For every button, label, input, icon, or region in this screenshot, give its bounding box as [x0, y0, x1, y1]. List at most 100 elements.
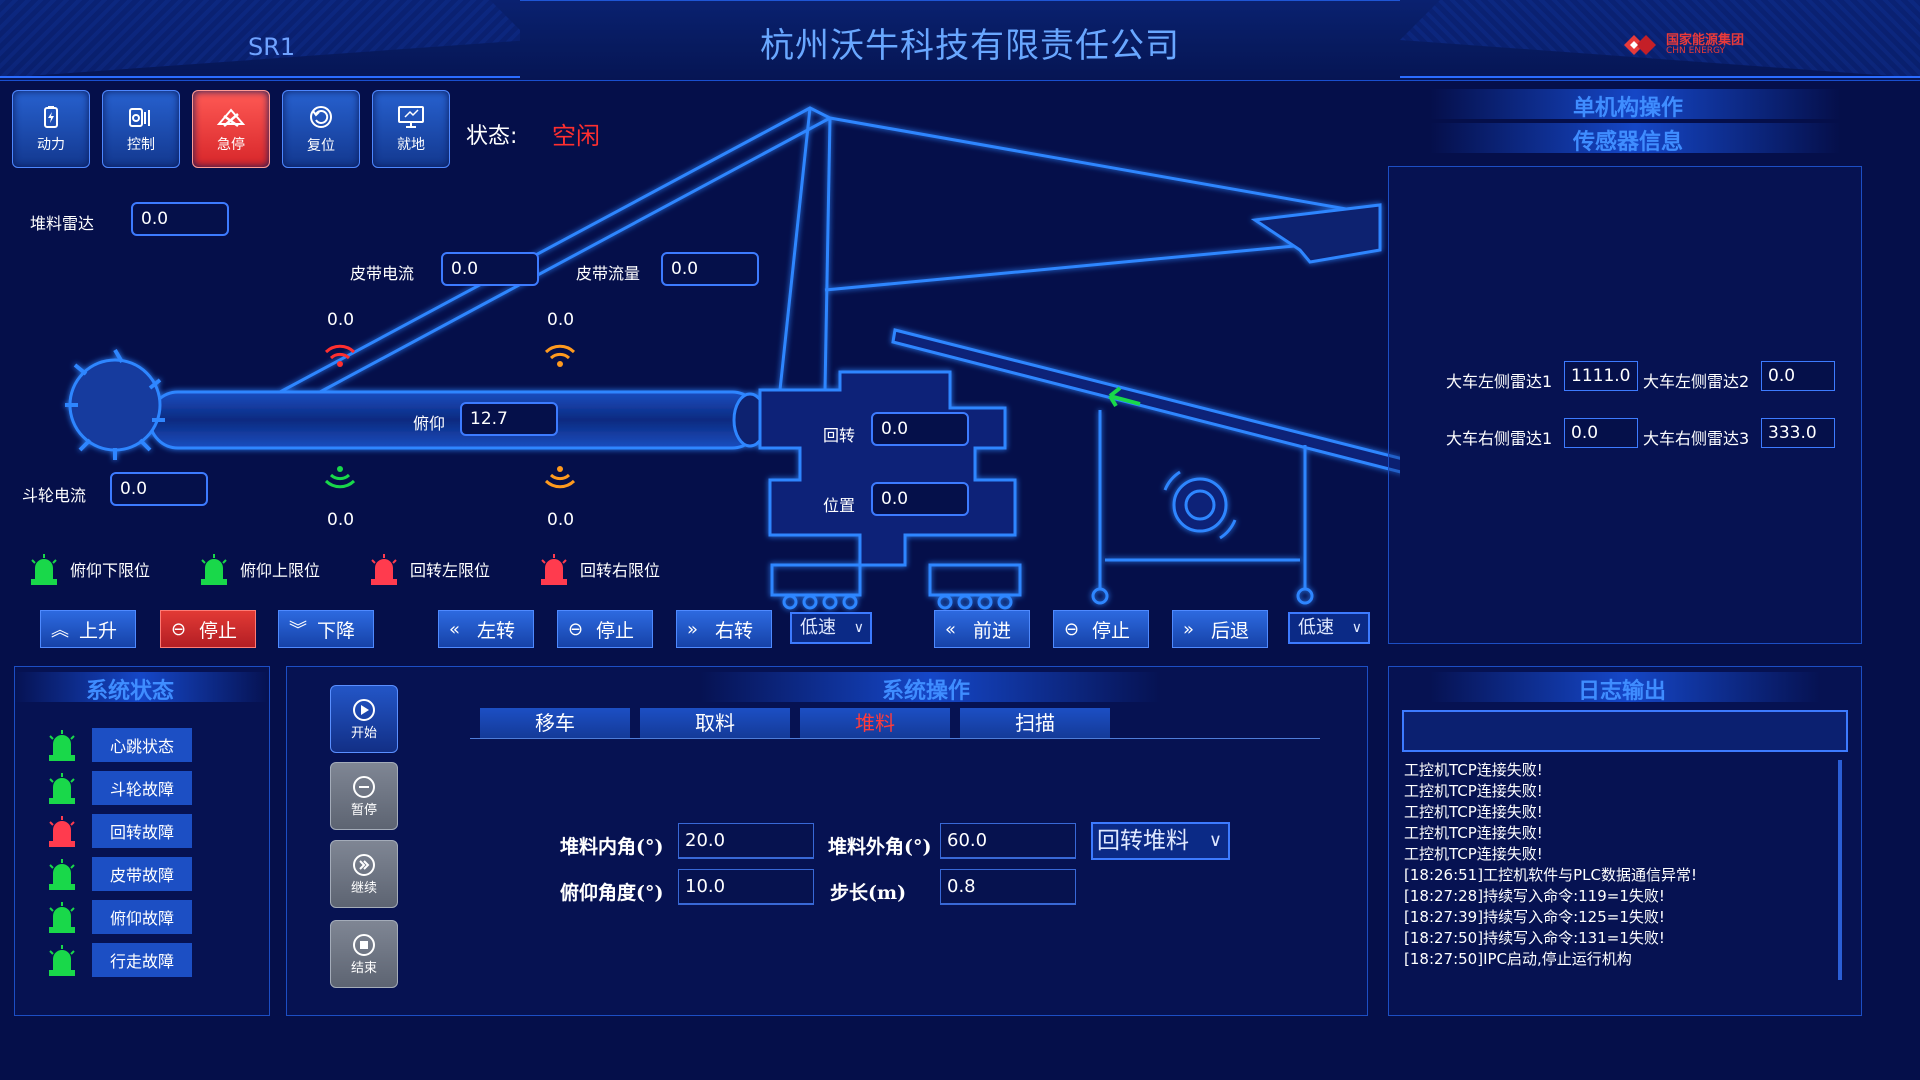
reset-label: 复位 — [307, 138, 335, 154]
stop-icon — [353, 933, 375, 956]
radar-signal-bottom-right-icon — [544, 466, 576, 489]
reset-button[interactable]: 复位 — [282, 90, 360, 168]
radar-bottom-left-value: 0.0 — [327, 510, 355, 530]
position-label: 位置 — [823, 496, 856, 515]
limit-pitch-lower: 俯仰下限位 — [28, 552, 150, 586]
pitch-field[interactable]: 12.7 — [460, 402, 558, 436]
control-icon — [129, 108, 150, 127]
outer-angle-input[interactable]: 60.0 — [940, 823, 1076, 859]
position-field[interactable]: 0.0 — [871, 482, 969, 516]
start-button[interactable]: 开始 — [330, 685, 398, 753]
local-label: 就地 — [397, 137, 425, 153]
travel-backward-label: 后退 — [1211, 619, 1250, 642]
alarm-lamp-icon — [49, 730, 75, 761]
travel-forward-button[interactable]: «前进 — [934, 610, 1030, 648]
tab-stack[interactable]: 堆料 — [800, 708, 950, 738]
step-label: 步长(m) — [830, 882, 907, 904]
local-button[interactable]: 就地 — [372, 90, 450, 168]
control-button[interactable]: 控制 — [102, 90, 180, 168]
system-ops-title: 系统操作 — [882, 679, 971, 704]
slew-speed-select[interactable]: 低速 ∨ — [790, 612, 872, 644]
travel-backward-button[interactable]: »后退 — [1172, 610, 1268, 648]
right-radar1-field[interactable]: 0.0 — [1564, 418, 1638, 448]
log-line: 工控机TCP连接失败! — [1404, 845, 1543, 863]
belt-flow-field[interactable]: 0.0 — [661, 252, 759, 286]
log-filter-input[interactable] — [1402, 710, 1848, 752]
slew-field[interactable]: 0.0 — [871, 412, 969, 446]
slew-stop-button[interactable]: ⊖停止 — [557, 610, 653, 648]
status-row-belt-fault: 皮带故障 — [46, 857, 192, 891]
battery-icon — [44, 106, 58, 128]
status-row-bucket-fault: 斗轮故障 — [46, 771, 192, 805]
stack-radar-field[interactable]: 0.0 — [131, 202, 229, 236]
left-radar1-field[interactable]: 1111.0 — [1564, 361, 1638, 391]
limit-label: 回转左限位 — [410, 561, 491, 580]
limit-pitch-upper: 俯仰上限位 — [198, 552, 320, 586]
double-chevron-down-icon: ︾ — [289, 620, 307, 641]
tab-scan[interactable]: 扫描 — [960, 708, 1110, 738]
fast-forward-icon — [353, 853, 375, 876]
power-button[interactable]: 动力 — [12, 90, 90, 168]
system-status-title: 系统状态 — [86, 679, 175, 704]
alarm-lamp-icon — [49, 859, 75, 890]
play-icon — [353, 698, 375, 721]
alarm-lamp-icon — [49, 816, 75, 847]
raise-button[interactable]: ︽上升 — [40, 610, 136, 648]
system-ops-title-bar — [700, 672, 1160, 702]
page-title: 杭州沃牛科技有限责任公司 — [760, 26, 1180, 66]
end-button[interactable]: 结束 — [330, 920, 398, 988]
stacking-mode-select[interactable]: 回转堆料∨ — [1091, 822, 1230, 860]
slew-right-label: 右转 — [715, 619, 754, 642]
step-input[interactable]: 0.8 — [940, 869, 1076, 905]
alarm-lamp-icon — [49, 773, 75, 804]
emergency-stop-label: 急停 — [217, 137, 245, 153]
right-radar1-label: 大车右侧雷达1 — [1446, 429, 1553, 448]
travel-speed-value: 低速 — [1298, 617, 1334, 638]
slew-label: 回转 — [823, 426, 856, 445]
lower-button[interactable]: ︾ 下降 — [278, 610, 374, 648]
status-row-travel-fault: 行走故障 — [46, 943, 192, 977]
log-list[interactable]: 工控机TCP连接失败! 工控机TCP连接失败! 工控机TCP连接失败! 工控机T… — [1404, 760, 1834, 982]
right-radar3-field[interactable]: 333.0 — [1761, 418, 1835, 448]
sensor-info-title[interactable]: 传感器信息 — [1573, 130, 1684, 155]
status-label: 状态: — [466, 124, 518, 149]
inner-angle-input[interactable]: 20.0 — [678, 823, 814, 859]
travel-stop-button[interactable]: ⊖停止 — [1053, 610, 1149, 648]
left-radar2-field[interactable]: 0.0 — [1761, 361, 1835, 391]
log-line: [18:27:28]持续写入命令:119=1失败! — [1404, 887, 1665, 905]
pitch-angle-input[interactable]: 10.0 — [678, 869, 814, 905]
pitch-angle-label: 俯仰角度(°) — [560, 882, 664, 904]
emergency-stop-button[interactable]: 急停 — [192, 90, 270, 168]
tab-move[interactable]: 移车 — [480, 708, 630, 738]
tab-reclaim[interactable]: 取料 — [640, 708, 790, 738]
travel-stop-label: 停止 — [1092, 619, 1131, 642]
status-tag: 俯仰故障 — [92, 900, 192, 934]
pitch-stop-button[interactable]: ⊖停止 — [160, 610, 256, 648]
travel-speed-select[interactable]: 低速∨ — [1288, 612, 1370, 644]
end-label: 结束 — [350, 960, 377, 976]
slew-right-button[interactable]: »右转 — [676, 610, 772, 648]
limit-label: 俯仰下限位 — [70, 561, 151, 580]
alarm-lamp-icon — [49, 902, 75, 933]
log-line: 工控机TCP连接失败! — [1404, 782, 1543, 800]
lower-label: 下降 — [317, 619, 356, 642]
radar-signal-top-right-icon — [544, 344, 576, 367]
bucket-current-label: 斗轮电流 — [22, 486, 87, 505]
pitch-stop-label: 停止 — [199, 619, 238, 642]
log-scrollbar[interactable] — [1838, 760, 1842, 980]
double-chevron-left-icon: « — [945, 618, 957, 640]
single-op-title[interactable]: 单机构操作 — [1573, 96, 1684, 121]
chevron-down-icon: ∨ — [853, 620, 864, 636]
reset-icon — [310, 106, 332, 128]
sensor-info-title-bar — [1430, 123, 1840, 153]
continue-button[interactable]: 继续 — [330, 840, 398, 908]
alarm-lamp-icon — [31, 554, 57, 585]
slew-left-button[interactable]: «左转 — [438, 610, 534, 648]
belt-current-field[interactable]: 0.0 — [441, 252, 539, 286]
stacker-reclaimer-diagram — [65, 106, 1400, 610]
bucket-current-field[interactable]: 0.0 — [110, 472, 208, 506]
log-line: [18:27:50]持续写入命令:131=1失败! — [1404, 929, 1665, 947]
pause-button[interactable]: 暂停 — [330, 762, 398, 830]
continue-label: 继续 — [350, 880, 377, 896]
slew-speed-value: 低速 — [800, 617, 836, 638]
